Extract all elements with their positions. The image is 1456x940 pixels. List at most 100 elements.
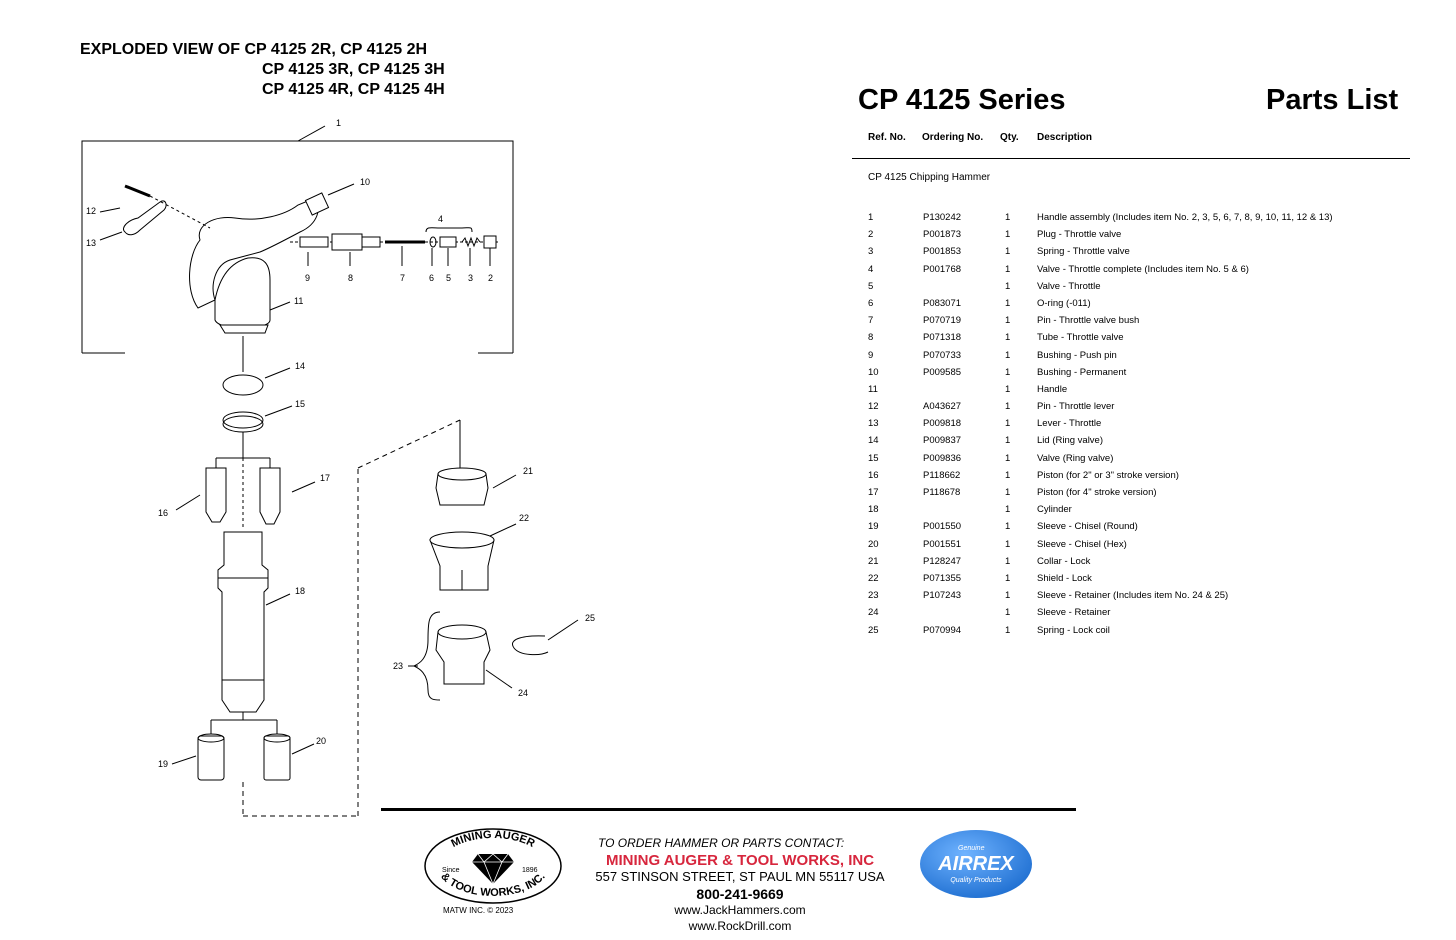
cell-ordering-no: P070733 [923, 349, 962, 361]
cell-description: Spring - Throttle valve [1037, 246, 1130, 258]
leader-22 [489, 523, 517, 537]
cell-description: Valve - Throttle [1037, 280, 1101, 292]
cell-description: Sleeve - Chisel (Hex) [1037, 538, 1127, 550]
contact-block: TO ORDER HAMMER OR PARTS CONTACT: MINING… [560, 836, 920, 934]
airrex-genuine: Genuine [958, 845, 985, 852]
label-12: 12 [86, 206, 96, 216]
handle-grip [214, 257, 271, 329]
parts-table-header: Ref. No. Ordering No. Qty. Description [852, 128, 1410, 159]
cell-ref-no: 2 [868, 229, 874, 241]
cell-ref-no: 12 [868, 401, 879, 413]
cell-description: Valve - Throttle complete (Includes item… [1037, 263, 1249, 275]
label-3: 3 [468, 273, 473, 283]
exploded-view-title: EXPLODED VIEW OF CP 4125 2R, CP 4125 2H … [80, 40, 445, 100]
website-link-1[interactable]: www.JackHammers.com [674, 903, 806, 917]
cell-description: Sleeve - Chisel (Round) [1037, 521, 1138, 533]
airrex-logo: Genuine AIRREX Quality Products [920, 830, 1032, 898]
website-link-2[interactable]: www.RockDrill.com [688, 919, 792, 933]
leader-18 [265, 593, 291, 606]
leader-10 [327, 183, 355, 196]
handle-assembly-frame [81, 140, 514, 354]
label-1: 1 [336, 118, 341, 128]
cell-ref-no: 6 [868, 297, 874, 309]
cell-description: O-ring (-011) [1037, 297, 1091, 309]
cell-description: Pin - Throttle lever [1037, 401, 1115, 413]
exploded-title-line-1: EXPLODED VIEW OF CP 4125 2R, CP 4125 2H [80, 41, 428, 58]
label-16: 16 [158, 508, 168, 518]
cell-ordering-no: P009836 [923, 452, 962, 464]
cell-ordering-no: P001873 [923, 229, 962, 241]
cell-ref-no: 25 [868, 624, 879, 636]
part-14-lid [222, 374, 264, 396]
leader-12 [99, 207, 121, 213]
part-25-lock-coil-spring [512, 635, 549, 656]
cell-description: Pin - Throttle valve bush [1037, 315, 1140, 327]
cell-ordering-no: P009585 [923, 366, 962, 378]
part-20-chisel-sleeve-hex [263, 735, 291, 781]
leader-14 [264, 367, 291, 379]
cell-description: Plug - Throttle valve [1037, 229, 1122, 241]
leader-16 [175, 494, 201, 511]
axis-line-h [357, 419, 461, 469]
cell-description: Sleeve - Retainer [1037, 607, 1111, 619]
part-5-throttle-valve [439, 236, 457, 248]
cell-ordering-no: P130242 [923, 212, 962, 223]
cell-ordering-no: P107243 [923, 590, 962, 602]
copyright: MATW INC. © 2023 [443, 906, 514, 915]
part-2-plug [483, 235, 497, 249]
diamond-icon [472, 854, 514, 884]
leader-11 [269, 301, 291, 311]
cell-description: Handle [1037, 383, 1068, 395]
logo-year: 1896 [522, 867, 538, 874]
cell-description: Tube - Throttle valve [1037, 332, 1124, 344]
leader-17 [291, 481, 316, 493]
part-8-valve-tube [331, 233, 363, 251]
exploded-title-line-3: CP 4125 4R, CP 4125 4H [262, 81, 445, 98]
cell-qty: 1 [1005, 280, 1011, 292]
cell-ref-no: 1 [868, 212, 874, 223]
part-22-top [429, 531, 495, 549]
label-4: 4 [438, 214, 443, 224]
cell-qty: 1 [1005, 246, 1011, 258]
cell-ordering-no: A043627 [923, 401, 962, 413]
part-8-tube-neck [361, 236, 381, 248]
company-address: 557 STINSON STREET, ST PAUL MN 55117 USA [595, 869, 885, 884]
cell-ref-no: 22 [868, 572, 879, 584]
cell-ref-no: 7 [868, 315, 874, 327]
header-description: Description [1037, 132, 1093, 143]
cell-qty: 1 [1005, 572, 1011, 584]
cell-ref-no: 24 [868, 607, 879, 619]
cell-qty: 1 [1005, 521, 1011, 533]
footer-divider [381, 808, 1076, 811]
leader-15 [264, 405, 293, 417]
cell-ref-no: 18 [868, 504, 879, 516]
cell-ordering-no: P009837 [923, 435, 962, 447]
part-24-retainer-sleeve [435, 631, 491, 685]
leader-20 [291, 743, 315, 755]
cell-ordering-no: P001551 [923, 538, 962, 550]
header-ref-no: Ref. No. [868, 132, 906, 143]
label-14: 14 [295, 361, 305, 371]
leader-25 [547, 619, 579, 641]
header-ordering-no: Ordering No. [922, 132, 984, 143]
bushing-permanent [304, 192, 330, 216]
lever-centerline [149, 195, 211, 229]
label-18: 18 [295, 586, 305, 596]
